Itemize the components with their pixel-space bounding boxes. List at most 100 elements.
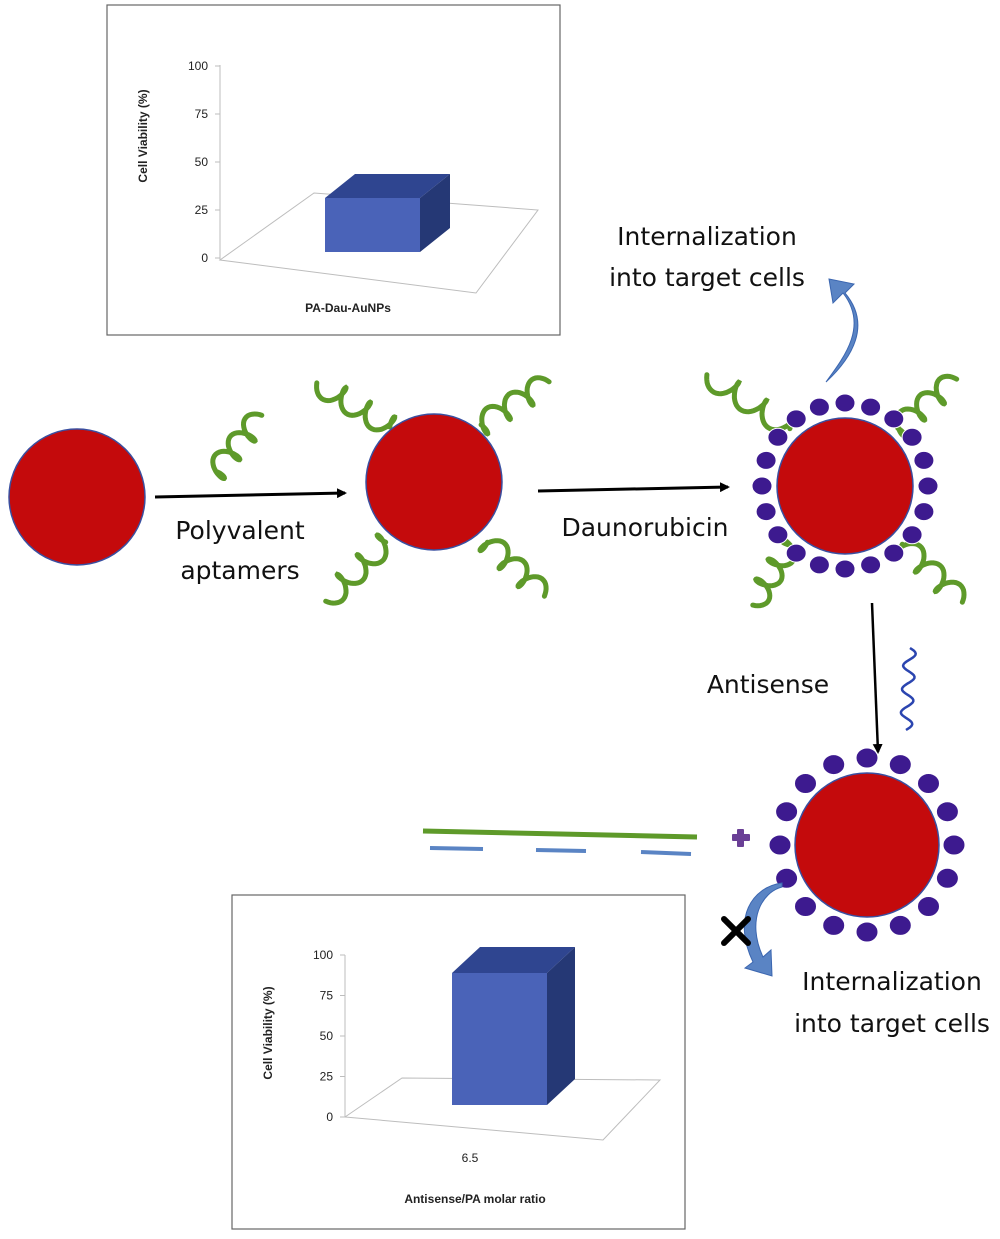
internalization-top-label-line2: into target cells	[609, 263, 805, 292]
daunorubicin-molecule	[751, 476, 773, 496]
y-tick-label: 75	[320, 989, 334, 1003]
y-tick-label: 0	[326, 1110, 333, 1124]
antisense-label: Antisense	[707, 670, 829, 699]
daunorubicin-molecule	[901, 427, 923, 447]
daunorubicin-molecule	[794, 773, 817, 794]
aptamer-helix	[892, 540, 967, 605]
daunorubicin-molecule	[901, 525, 923, 545]
blocked-cross-icon	[721, 916, 751, 946]
daunorubicin-molecule	[785, 409, 807, 429]
y-tick-label: 50	[320, 1029, 334, 1043]
daunorubicin-molecule	[785, 543, 807, 563]
daunorubicin-molecule	[942, 834, 966, 856]
internalization-top-label-line1: Internalization	[617, 222, 797, 251]
arrow-antisense	[870, 602, 883, 754]
chart-bar	[325, 174, 450, 252]
aptamer-strands	[704, 372, 967, 609]
y-axis-label: Cell Viability (%)	[136, 89, 150, 182]
bar-top-face	[452, 947, 575, 973]
daunorubicin-molecule	[860, 555, 882, 575]
daunorubicin-molecule	[935, 801, 959, 823]
internalization-arrow-icon	[825, 278, 859, 383]
daunorubicin-molecule	[917, 476, 939, 496]
antisense-segment	[640, 850, 692, 856]
y-tick-label: 50	[195, 155, 209, 169]
daunorubicin-molecule	[822, 754, 846, 776]
bars	[452, 947, 575, 1105]
daunorubicin-molecule	[917, 896, 940, 917]
chart-bar	[452, 947, 575, 1105]
x-axis-label: PA-Dau-AuNPs	[305, 301, 391, 315]
free-aptamer	[210, 411, 265, 481]
antisense-segment	[429, 846, 484, 851]
daunorubicin-molecule	[888, 914, 912, 936]
daunorubicin-molecule	[808, 397, 830, 417]
daunorubicin-molecule	[883, 409, 905, 429]
daunorubicin-molecule	[855, 747, 879, 769]
daunorubicin-molecules	[768, 747, 966, 943]
daunorubicin-molecule	[913, 502, 935, 522]
daunorubicin-molecule	[808, 555, 830, 575]
bar-front-face	[325, 198, 420, 252]
x-tick-label: 6.5	[462, 1151, 479, 1165]
y-tick-label: 25	[320, 1070, 334, 1084]
aptamer-helix	[704, 372, 797, 433]
y-tick-label: 75	[195, 107, 209, 121]
floor-plane	[218, 192, 539, 294]
aptamer-nanoparticle	[314, 375, 552, 606]
y-axis-label: Cell Viability (%)	[261, 986, 275, 1079]
aptamer-helix	[314, 380, 398, 433]
x-axis-label: Antisense/PA molar ratio	[404, 1192, 545, 1206]
daunorubicin-molecule	[917, 773, 940, 794]
daunorubicin-molecule	[888, 754, 912, 776]
aptamer-strands	[314, 375, 552, 606]
arrow-daunorubicin	[537, 482, 730, 493]
aptamer-helix	[210, 411, 265, 481]
gold-nanoparticle	[794, 772, 940, 918]
aptamer-helix	[323, 532, 389, 606]
daunorubicin-molecule	[855, 921, 879, 943]
chart-frame	[106, 4, 561, 336]
daunorubicin-label: Daunorubicin	[561, 513, 728, 542]
bar-side-face	[420, 174, 450, 252]
plus-icon	[732, 829, 750, 847]
x-tick-labels: 6.5	[462, 1151, 479, 1165]
antisense-segment	[535, 848, 587, 853]
daunorubicin-molecule	[935, 867, 959, 889]
bar-side-face	[547, 947, 575, 1105]
daunorubicin-molecule	[913, 450, 935, 470]
arrow-polyvalent	[154, 488, 347, 499]
polyvalent-aptamers-label-line2: aptamers	[180, 556, 299, 585]
daunorubicin-molecule	[860, 397, 882, 417]
aptamer-helix	[750, 536, 798, 609]
floor-plane	[343, 1077, 662, 1141]
daunorubicin-molecule	[767, 427, 789, 447]
daunorubicin-molecule	[834, 559, 856, 579]
bar-front-face	[452, 973, 547, 1105]
internalization-bottom-label-line1: Internalization	[802, 967, 982, 996]
daunorubicin-molecule	[883, 543, 905, 563]
drug-loaded-nanoparticle	[704, 372, 967, 609]
bar-top-face	[325, 174, 450, 198]
gold-nanoparticle	[365, 413, 503, 551]
blocked-internalization-arrow-icon	[743, 882, 783, 977]
daunorubicin-molecules	[751, 393, 939, 579]
y-tick-label: 25	[195, 203, 209, 217]
daunorubicin-molecule	[775, 801, 799, 823]
aptamer-helix	[894, 373, 960, 440]
bars	[325, 174, 450, 252]
daunorubicin-molecule	[767, 525, 789, 545]
aptamer-strand-line	[422, 828, 698, 840]
daunorubicin-molecule	[834, 393, 856, 413]
antisense-strand-icon	[899, 646, 917, 732]
polyvalent-aptamers-label-line1: Polyvalent	[175, 516, 305, 545]
antisense-treated-nanoparticle	[768, 747, 966, 943]
bare-gold-nanoparticle	[8, 428, 146, 566]
y-tick-label: 100	[188, 59, 208, 73]
daunorubicin-molecule	[755, 450, 777, 470]
